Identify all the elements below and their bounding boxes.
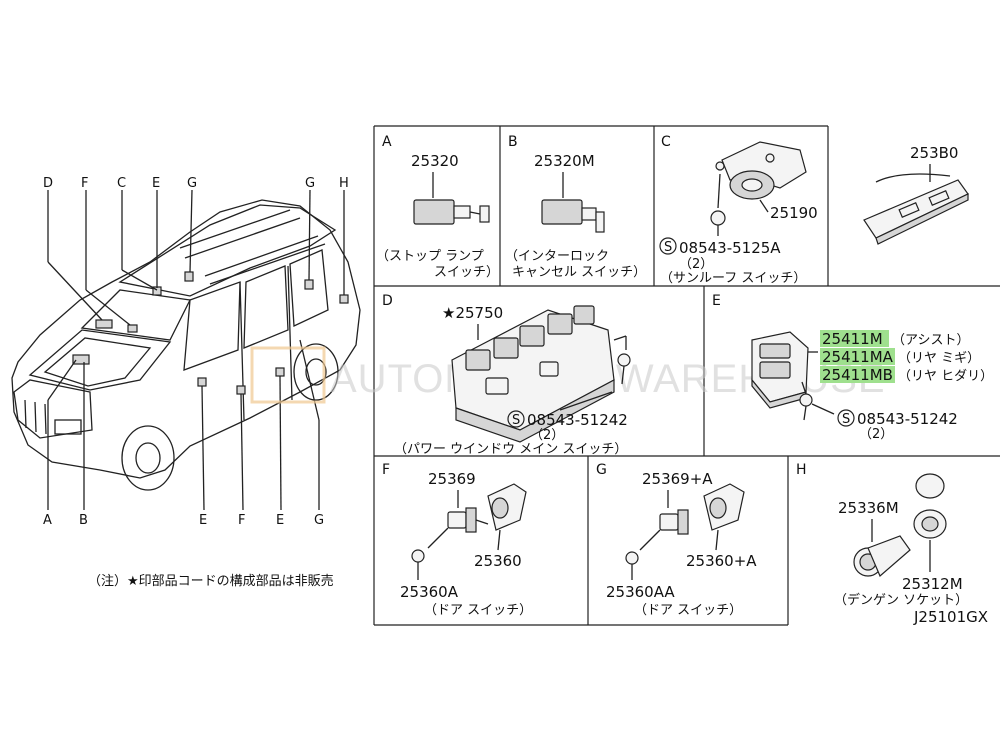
part-08543-5125a: 08543-5125A — [679, 239, 781, 257]
part-25320m: 25320M — [534, 152, 595, 170]
panel-b: B 25320M （インターロック キャンセル スイッチ） — [505, 134, 646, 280]
callout-bottom-4: F — [238, 513, 245, 528]
part-25360-a: 25360+A — [686, 552, 757, 570]
part-25320: 25320 — [411, 152, 459, 170]
footnote: （注）★印部品コードの構成部品は非販売 — [88, 573, 334, 589]
panel-b-caption-1: （インターロック — [505, 249, 609, 264]
part-25312m: 25312M — [902, 575, 963, 593]
screw-icon — [710, 210, 726, 236]
screw-symbol-icon — [659, 237, 677, 255]
part-25411ma-desc: （リヤ ミギ） — [898, 351, 980, 366]
panel-d-caption: （パワー ウインドウ メイン スイッチ） — [394, 442, 627, 457]
callout-bottom-1: A — [43, 513, 52, 528]
panel-a-letter: A — [382, 134, 392, 150]
callout-top-4: E — [152, 176, 160, 191]
part-25190: 25190 — [770, 204, 818, 222]
panel-f-caption: （ドア スイッチ） — [424, 603, 532, 618]
panel-e-screw-s: S — [842, 412, 850, 427]
door-switch-icon — [659, 509, 689, 535]
stop-lamp-switch-icon — [413, 199, 490, 225]
part-25360aa: 25360AA — [606, 583, 675, 601]
part-08543-51242-d: 08543-51242 — [527, 411, 628, 429]
callout-top-3: C — [117, 176, 126, 191]
panel-e: E 25411M （アシスト） 25411MA （リヤ ミギ） 25411MB … — [712, 293, 993, 442]
trim-panel-icon — [863, 173, 969, 245]
panel-a: A 25320 （ストップ ランプ スイッチ） — [376, 134, 499, 280]
power-window-switch-icon — [751, 331, 809, 409]
screw-icon — [411, 549, 425, 580]
panel-c: C 25190 S 08543-5125A （2） （サンルーフ スイッチ） — [659, 134, 818, 286]
part-253b0: 253B0 — [910, 144, 958, 162]
panel-d-qty: （2） — [530, 428, 564, 443]
power-window-main-switch-icon — [451, 305, 615, 443]
panel-g: G 25369+A 25360+A 25360AA （ドア スイッチ） — [596, 462, 757, 618]
callout-bottom-6: G — [314, 513, 324, 528]
door-switch-housing-icon — [703, 483, 745, 531]
callout-top-7: H — [339, 176, 349, 191]
panel-e-letter: E — [712, 293, 721, 309]
power-socket-icon — [853, 535, 911, 577]
panel-h-caption: （デンゲン ソケット） — [834, 592, 968, 608]
door-switch-housing-icon — [487, 483, 527, 531]
callout-top-6: G — [305, 176, 315, 191]
part-25411mb: 25411MB — [822, 366, 893, 384]
panel-d: D ★25750 S 08543-51242 （2） （パワー ウインドウ メイ… — [382, 293, 631, 457]
panel-b-letter: B — [508, 134, 518, 150]
highlight-25411m — [820, 330, 889, 347]
sunroof-switch-icon — [715, 141, 807, 200]
screw-icon — [799, 393, 813, 421]
panel-g-caption: （ドア スイッチ） — [634, 603, 742, 618]
part-25750: ★25750 — [442, 304, 503, 322]
diagram-code: J25101GX — [913, 608, 988, 626]
panel-g-letter: G — [596, 462, 607, 478]
panel-c-caption: （サンルーフ スイッチ） — [660, 271, 806, 286]
callout-top-1: D — [43, 176, 53, 191]
callout-bottom-2: B — [79, 513, 88, 528]
part-25411m: 25411M — [822, 330, 883, 348]
screw-symbol-icon — [507, 410, 525, 428]
vehicle-illustration — [11, 189, 361, 511]
part-25411m-desc: （アシスト） — [892, 333, 969, 348]
panel-f: F 25369 25360 25360A （ドア スイッチ） — [382, 462, 532, 618]
panel-b-caption-2: キャンセル スイッチ） — [512, 265, 646, 280]
part-25360a: 25360A — [400, 583, 459, 601]
panel-e-qty: （2） — [859, 427, 893, 442]
highlight-25411ma — [820, 348, 895, 365]
part-25411ma: 25411MA — [822, 348, 894, 366]
part-08543-51242-e: 08543-51242 — [857, 410, 958, 428]
screw-icon — [625, 551, 639, 580]
part-25336m: 25336M — [838, 499, 899, 517]
panel-c-letter: C — [661, 134, 671, 150]
panel-d-screw-s: S — [512, 413, 520, 428]
panel-a-caption-1: （ストップ ランプ — [376, 249, 484, 264]
panel-c-qty: （2） — [679, 257, 713, 272]
panel-a-caption-2: スイッチ） — [434, 265, 499, 280]
panel-253b0: 253B0 — [863, 144, 969, 245]
part-25411mb-desc: （リヤ ヒダリ） — [898, 369, 993, 384]
callout-top-5: G — [187, 176, 197, 191]
panel-f-letter: F — [382, 462, 390, 478]
part-25369: 25369 — [428, 470, 476, 488]
panel-h-letter: H — [796, 462, 807, 478]
screw-symbol-icon — [837, 409, 855, 427]
door-switch-icon — [447, 507, 489, 533]
socket-cap-icon — [913, 473, 947, 539]
part-25360: 25360 — [474, 552, 522, 570]
part-25369-a: 25369+A — [642, 470, 713, 488]
panel-grid — [373, 125, 1000, 626]
panel-h: H 25336M 25312M （デンゲン ソケット） — [796, 462, 968, 608]
callout-top-2: F — [81, 176, 88, 191]
panel-c-screw-s: S — [664, 240, 672, 255]
callout-bottom-5: E — [276, 513, 284, 528]
highlight-25411mb — [820, 366, 895, 383]
screw-icon — [617, 353, 631, 385]
interlock-switch-icon — [541, 199, 605, 233]
panel-d-letter: D — [382, 293, 393, 309]
callout-bottom-3: E — [199, 513, 207, 528]
